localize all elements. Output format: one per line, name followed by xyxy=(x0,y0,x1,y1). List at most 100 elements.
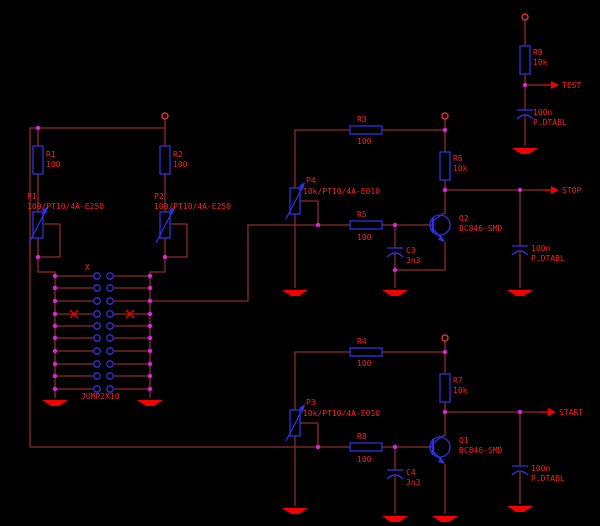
components xyxy=(28,45,534,480)
ground-symbol xyxy=(42,400,68,406)
supply-pin[interactable] xyxy=(521,13,529,21)
supply-pin[interactable] xyxy=(441,334,449,342)
connector-ref-label: X xyxy=(85,263,90,272)
connector-row xyxy=(52,334,153,342)
r5-ref-label: R5 xyxy=(357,210,367,219)
r7-ref-label: R7 xyxy=(453,376,463,385)
ground-symbol xyxy=(282,290,308,296)
p4-ref-label: P4 xyxy=(306,176,316,185)
start-cap-value-label: 100n xyxy=(531,464,550,473)
r8-ref-label: R8 xyxy=(357,432,367,441)
junction-dot xyxy=(392,222,398,228)
resistor-r7[interactable] xyxy=(439,373,451,403)
ground-symbol xyxy=(382,516,408,522)
capacitor-start[interactable] xyxy=(511,465,529,476)
wire-segment xyxy=(150,224,350,302)
resistor-r8[interactable] xyxy=(349,442,383,452)
ground-symbol xyxy=(507,290,533,296)
wire-segment xyxy=(294,129,350,188)
capacitor-test[interactable] xyxy=(516,109,534,120)
c4-value-label: 3n3 xyxy=(406,478,421,487)
wire-segment xyxy=(300,422,319,447)
connector-row xyxy=(52,284,153,292)
r4-ref-label: R4 xyxy=(357,337,367,346)
connector-x[interactable] xyxy=(52,272,153,393)
test-cap-subtext-label: P.DTABL xyxy=(533,118,567,127)
capacitor-c4[interactable] xyxy=(386,469,404,480)
q1-value-label: BC846-SMD xyxy=(459,446,503,455)
resistor-r6[interactable] xyxy=(439,151,451,181)
resistor-r3[interactable] xyxy=(349,125,383,135)
connector-row xyxy=(52,385,153,393)
c3-value-label: 3n3 xyxy=(406,256,421,265)
wire-segment xyxy=(294,351,350,410)
transistor-q1[interactable] xyxy=(429,434,451,464)
start-arrow-icon xyxy=(540,408,556,416)
test-cap-value-label: 100n xyxy=(533,108,552,117)
resistor-r2[interactable] xyxy=(159,145,171,175)
trimmer-p4[interactable] xyxy=(285,182,305,220)
connector-row xyxy=(52,297,153,305)
wire-segment xyxy=(29,119,350,448)
junction-dot xyxy=(442,409,448,415)
p2-value-label: 100/PT10/4A-E250 xyxy=(154,202,231,211)
q1-ref-label: Q1 xyxy=(459,436,469,445)
junction-dot xyxy=(35,254,41,260)
trimmer-p2[interactable] xyxy=(155,206,175,244)
c3-ref-label: C3 xyxy=(406,246,416,255)
connector-value-label: JUMP2X10 xyxy=(81,392,120,401)
junction-dot xyxy=(392,267,398,273)
wire-segment xyxy=(300,200,319,225)
q2-value-label: BC846-SMD xyxy=(459,224,503,233)
capacitor-c3[interactable] xyxy=(386,247,404,258)
junction-dot xyxy=(522,82,528,88)
ground-symbol xyxy=(432,516,458,522)
r8-value-label: 100 xyxy=(357,455,372,464)
transistor-q2[interactable] xyxy=(429,212,451,242)
wire-segment xyxy=(149,238,166,398)
supply-pin[interactable] xyxy=(161,112,169,120)
resistor-r4[interactable] xyxy=(349,347,383,357)
junction-dot xyxy=(315,222,321,228)
connector-row xyxy=(52,372,153,380)
trimmer-p3[interactable] xyxy=(285,404,305,442)
connector-row xyxy=(52,310,153,318)
r7-value-label: 10k xyxy=(453,386,468,395)
junction-dot xyxy=(315,444,321,450)
ground-symbol xyxy=(137,400,163,406)
trimmer-p1[interactable] xyxy=(28,206,48,244)
ground-symbol xyxy=(512,148,538,154)
resistor-r1[interactable] xyxy=(32,145,44,175)
stop-net-label: STOP xyxy=(562,186,581,195)
connector-row xyxy=(52,360,153,368)
capacitor-stop[interactable] xyxy=(511,245,529,256)
connector-row xyxy=(52,272,153,280)
connector-row xyxy=(52,322,153,330)
supply-pin[interactable] xyxy=(441,112,449,120)
junction-dot xyxy=(517,409,523,415)
resistor-r5[interactable] xyxy=(349,220,383,230)
test-arrow-icon xyxy=(543,81,559,89)
p3-ref-label: P3 xyxy=(306,398,316,407)
junction-dot xyxy=(35,125,41,131)
start-cap-subtext-label: P.DTABL xyxy=(531,474,565,483)
stop-arrow-icon xyxy=(543,186,559,194)
start-net-label: START xyxy=(559,408,583,417)
r6-ref-label: R6 xyxy=(453,154,463,163)
r9-ref-label: R9 xyxy=(533,48,543,57)
r3-value-label: 100 xyxy=(357,137,372,146)
ground-symbol xyxy=(507,506,533,512)
wire-segment xyxy=(38,223,61,258)
wires xyxy=(29,20,543,514)
wire-segment xyxy=(165,223,188,258)
resistor-r9[interactable] xyxy=(519,45,531,75)
r1-value-label: 100 xyxy=(46,160,61,169)
r5-value-label: 100 xyxy=(357,233,372,242)
ground-symbol xyxy=(282,508,308,514)
r2-ref-label: R2 xyxy=(173,150,183,159)
r1-ref-label: R1 xyxy=(46,150,56,159)
junction-dot xyxy=(442,349,448,355)
r3-ref-label: R3 xyxy=(357,115,367,124)
junction-dot xyxy=(442,187,448,193)
